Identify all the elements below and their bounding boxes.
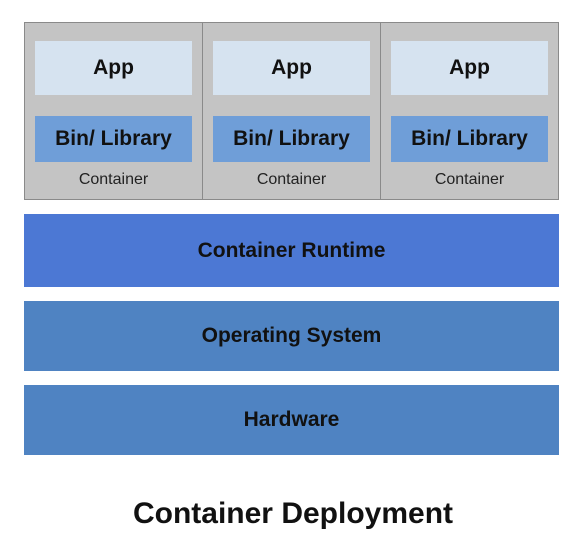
containers-row: App Bin/ Library Container App Bin/ Libr… bbox=[24, 22, 559, 200]
container-runtime-layer: Container Runtime bbox=[24, 214, 559, 287]
container-3: App Bin/ Library Container bbox=[381, 22, 559, 200]
operating-system-layer: Operating System bbox=[24, 301, 559, 371]
app-block: App bbox=[35, 41, 192, 95]
container-1: App Bin/ Library Container bbox=[24, 22, 203, 200]
container-label: Container bbox=[256, 171, 327, 188]
app-block: App bbox=[391, 41, 548, 95]
container-label: Container bbox=[78, 171, 149, 188]
app-block: App bbox=[213, 41, 370, 95]
container-label: Container bbox=[434, 171, 505, 188]
diagram-caption: Container Deployment bbox=[132, 497, 454, 530]
bin-library-block: Bin/ Library bbox=[213, 116, 370, 162]
container-2: App Bin/ Library Container bbox=[203, 22, 381, 200]
hardware-layer: Hardware bbox=[24, 385, 559, 455]
bin-library-block: Bin/ Library bbox=[391, 116, 548, 162]
bin-library-block: Bin/ Library bbox=[35, 116, 192, 162]
